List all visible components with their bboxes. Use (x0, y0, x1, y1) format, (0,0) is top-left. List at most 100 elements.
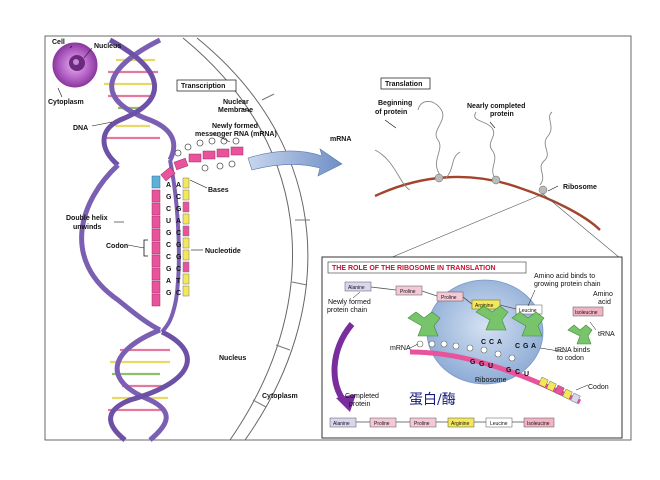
inset-label-trna: tRNA (598, 331, 615, 338)
completed-amino-acid: Proline (414, 421, 430, 427)
inset-label-growing-chain: growing protein chain (534, 281, 601, 288)
mrna-strand (151, 146, 244, 307)
ribosome-dots (434, 173, 548, 195)
chain-amino-acid: Proline (441, 295, 457, 301)
protein-coils (374, 101, 553, 191)
inset-label-amino-binds: Amino acid binds to (534, 273, 595, 280)
label-nearly-completed: Nearly completed (467, 103, 525, 110)
mrna-base: C (166, 206, 171, 213)
label-of-protein: of protein (375, 109, 407, 116)
label-mrna-top: mRNA (330, 136, 351, 143)
trna-shapes (407, 305, 593, 345)
template-base: C (176, 290, 181, 297)
mrna-codon-base: U (524, 371, 529, 378)
template-base: G (176, 242, 182, 249)
mrna-codon-letters: G G U G C U (470, 359, 529, 378)
template-base: C (176, 266, 181, 273)
completed-amino-acid: Arginine (451, 421, 470, 427)
completion-arrow-head (336, 394, 356, 412)
transcription-box (176, 79, 237, 92)
inset-label-to-codon: to codon (557, 355, 584, 362)
inset-label-codon: Codon (588, 384, 609, 391)
template-base: T (176, 278, 181, 285)
inset-label-completed-protein: protein (349, 401, 371, 408)
label-nucleotide: Nucleotide (205, 248, 241, 255)
mrna-base-letters: A G C U G C C G A G (166, 182, 172, 297)
completion-arrow (331, 322, 355, 404)
inset-label-completed: Completed (345, 393, 379, 400)
mrna-base: C (166, 254, 171, 261)
anticodon-base: C (481, 339, 486, 346)
anticodon-base: C (489, 339, 494, 346)
mrna-base: A (166, 278, 171, 285)
label-dna: DNA (73, 125, 88, 132)
free-amino-acid: Isoleucine (575, 310, 598, 316)
label-newly-formed: Newly formed (212, 123, 258, 130)
mrna-base: A (166, 182, 171, 189)
label-nucleus-bottom: Nucleus (219, 355, 246, 362)
label-ribosome-top: Ribosome (563, 184, 597, 191)
free-bases (174, 137, 240, 172)
protein-chain (344, 281, 604, 317)
label-cytoplasm-top: Cytoplasm (48, 99, 84, 106)
mrna-translation-strand (374, 175, 601, 231)
template-base: A (176, 218, 181, 225)
inset-label-trna-binds: tRNA binds (555, 347, 591, 354)
label-double-helix: Double helix (66, 215, 108, 222)
inset-label-ribosome: Ribosome (475, 377, 507, 384)
translation-leaders (384, 119, 559, 192)
mrna-codon-base: U (488, 363, 493, 370)
label-protein: protein (490, 111, 514, 118)
template-base: G (176, 254, 182, 261)
label-transcription: Transcription (181, 83, 225, 90)
template-base: C (176, 230, 181, 237)
cell-icon (52, 42, 98, 88)
dna-double-helix (79, 37, 190, 442)
label-beginning: Beginning (378, 100, 412, 107)
anticodon-base: C (515, 343, 520, 350)
nuclear-membrane-inner (196, 37, 309, 441)
ribosome-inset: THE ROLE OF THE RIBOSOME IN TRANSLATION … (321, 256, 623, 439)
inset-label-protein-chain: protein chain (327, 307, 367, 314)
mrna-codon-base: G (479, 361, 485, 368)
anticodon-letters: C C A C G A (481, 339, 536, 350)
process-arrow (247, 148, 343, 177)
mrna-base: G (166, 194, 172, 201)
zoom-line (542, 193, 621, 259)
anticodon-base: A (531, 343, 536, 350)
template-base: A (176, 182, 181, 189)
chain-amino-acid: Leucine (519, 308, 537, 314)
template-base: G (176, 206, 182, 213)
left-labels (57, 45, 253, 251)
inset-title: THE ROLE OF THE RIBOSOME IN TRANSLATION (332, 265, 496, 272)
completed-amino-acid: Isoleucine (527, 421, 550, 427)
label-codon: Codon (106, 243, 128, 250)
mrna-codon-base: G (470, 359, 476, 366)
completed-amino-acid: Proline (374, 421, 390, 427)
inset-label-acid: acid (598, 299, 611, 306)
nuclear-pores (252, 93, 310, 408)
template-base-letters: A C G A C G G C T C (176, 182, 182, 297)
label-bases: Bases (208, 187, 229, 194)
label-nucleus-top: Nucleus (94, 43, 121, 50)
label-membrane: Membrane (218, 107, 253, 114)
zoom-line (389, 193, 544, 259)
completed-amino-acid: Alanine (333, 421, 350, 427)
protein-enzyme-label: 蛋白/酶 (409, 392, 456, 408)
inset-leaders (352, 289, 597, 391)
chain-links (370, 286, 517, 310)
inset-label-mrna: mRNA (390, 345, 411, 352)
inset-mrna-nodes (416, 340, 516, 362)
label-translation: Translation (385, 81, 422, 88)
inset-label-newly-formed: Newly formed (328, 299, 371, 306)
label-unwinds: unwinds (73, 224, 101, 231)
label-cytoplasm-bottom: Cytoplasm (262, 393, 298, 400)
anticodon-base: G (523, 343, 529, 350)
mrna-base: U (166, 218, 171, 225)
completed-amino-acid: Leucine (490, 421, 508, 427)
chain-amino-acid: Proline (400, 289, 416, 295)
inset-label-amino: Amino (593, 291, 613, 298)
mrna-codon-segments (538, 376, 581, 404)
template-nucleotides (182, 177, 190, 297)
